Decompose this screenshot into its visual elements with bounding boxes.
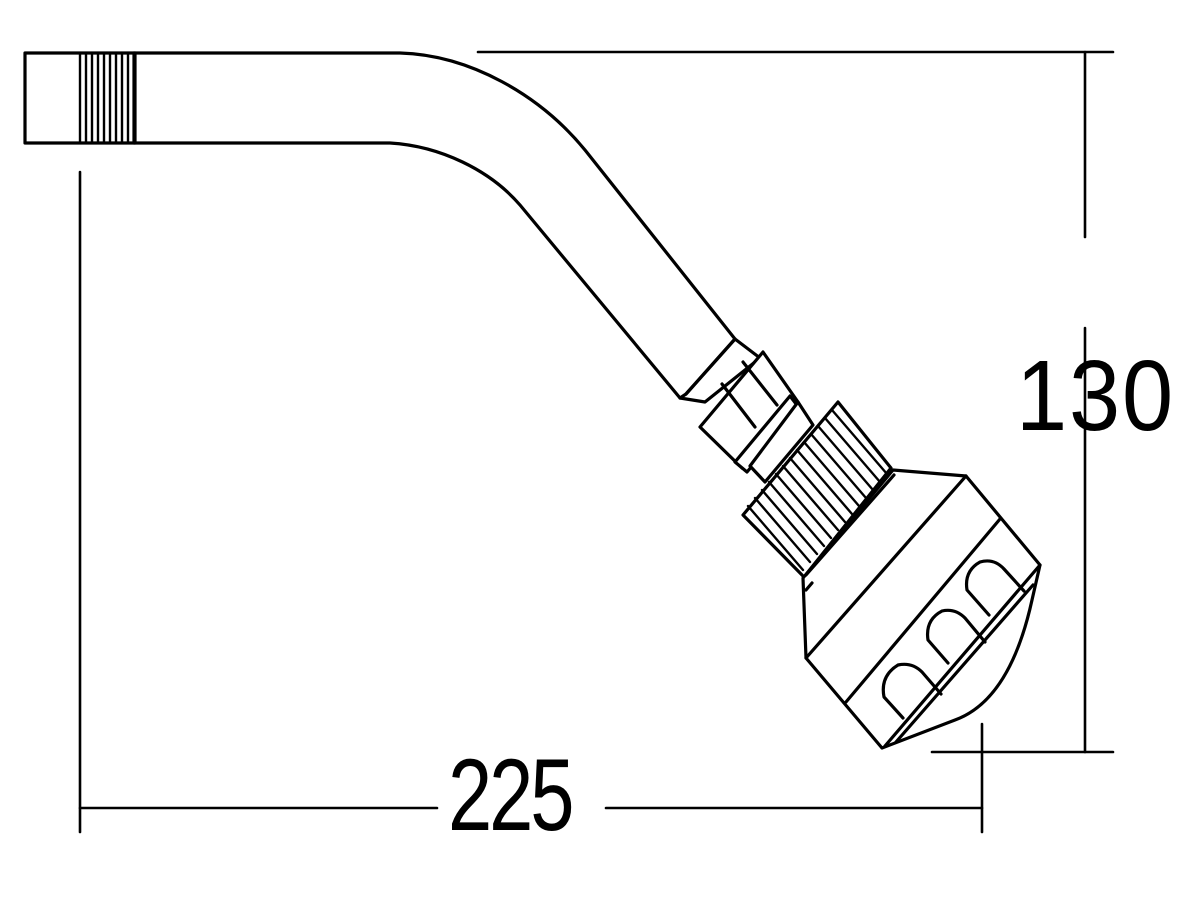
spray-window-1 [881,662,943,720]
knurl-lines [746,408,889,572]
spray-window-3 [964,559,1026,617]
pipe-bottom-edge [133,141,682,400]
dimension-height-label: 130 [1016,340,1176,452]
pipe-thread-lines [78,51,136,145]
dimension-height [476,50,1115,754]
knurled-collar [741,400,893,579]
pipe-connector [678,337,815,484]
spray-window-2 [925,608,987,665]
shower-head [801,468,1042,750]
dimension-width-label: 225 [448,738,575,852]
dimension-width [78,170,984,834]
pipe-top-edge [133,51,737,341]
shower-arm [23,51,737,400]
